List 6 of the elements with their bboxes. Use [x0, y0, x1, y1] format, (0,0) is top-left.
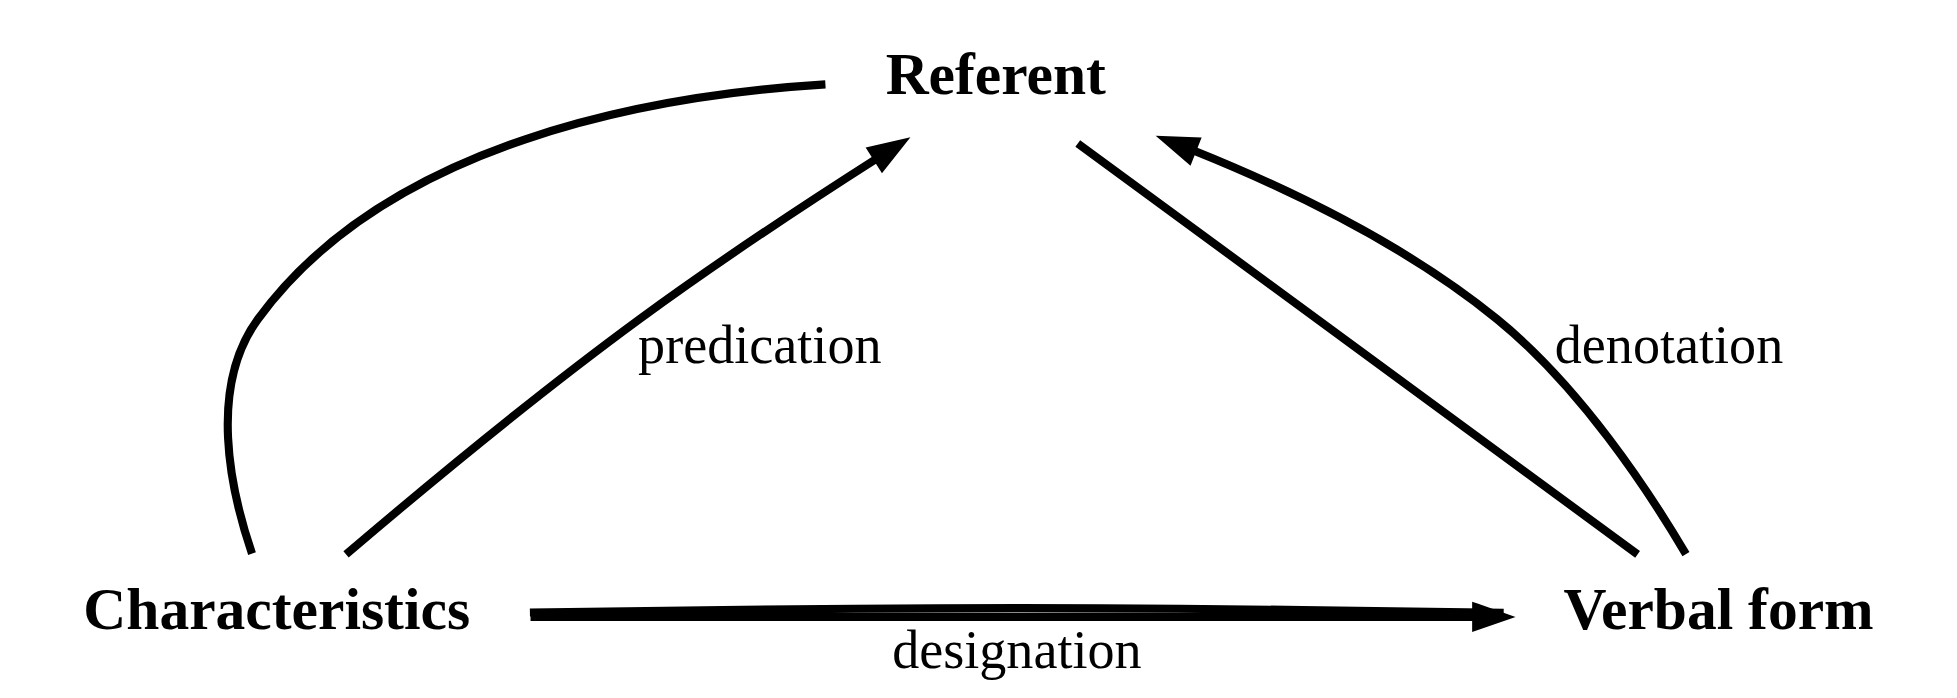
node-text: Verbal form — [1562, 576, 1874, 643]
edge-label: denotation — [1554, 314, 1783, 375]
node-text: Referent — [885, 40, 1106, 107]
edge-label: predication — [637, 314, 882, 375]
node-text: Characteristics — [82, 576, 470, 643]
edge-label: designation — [891, 620, 1142, 681]
